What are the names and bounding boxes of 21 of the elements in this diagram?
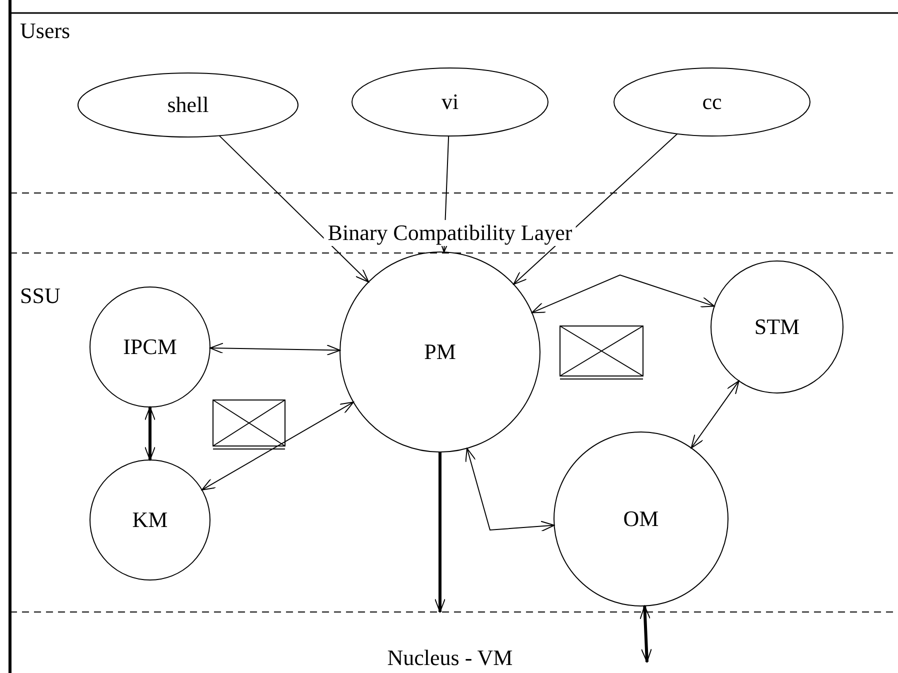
arrow <box>201 402 354 490</box>
layer-label: Users <box>20 18 70 44</box>
arrow <box>144 406 156 460</box>
node-label: cc <box>702 89 722 115</box>
layer-label: Binary Compatibility Layer <box>324 220 576 246</box>
node-label: OM <box>623 506 659 532</box>
node-label: KM <box>132 507 168 533</box>
layer-label: SSU <box>20 283 60 309</box>
arrow <box>690 380 740 448</box>
arrow <box>210 342 340 356</box>
arrow <box>531 274 715 314</box>
arrow <box>218 135 370 282</box>
node-label: STM <box>754 314 800 340</box>
arrow <box>513 133 678 285</box>
arrow <box>465 448 555 532</box>
arrow <box>640 605 652 662</box>
node-label: IPCM <box>123 334 177 360</box>
node-label: shell <box>167 92 209 118</box>
arrow <box>434 452 446 612</box>
node-label: vi <box>441 89 459 115</box>
node-label: PM <box>424 339 456 365</box>
